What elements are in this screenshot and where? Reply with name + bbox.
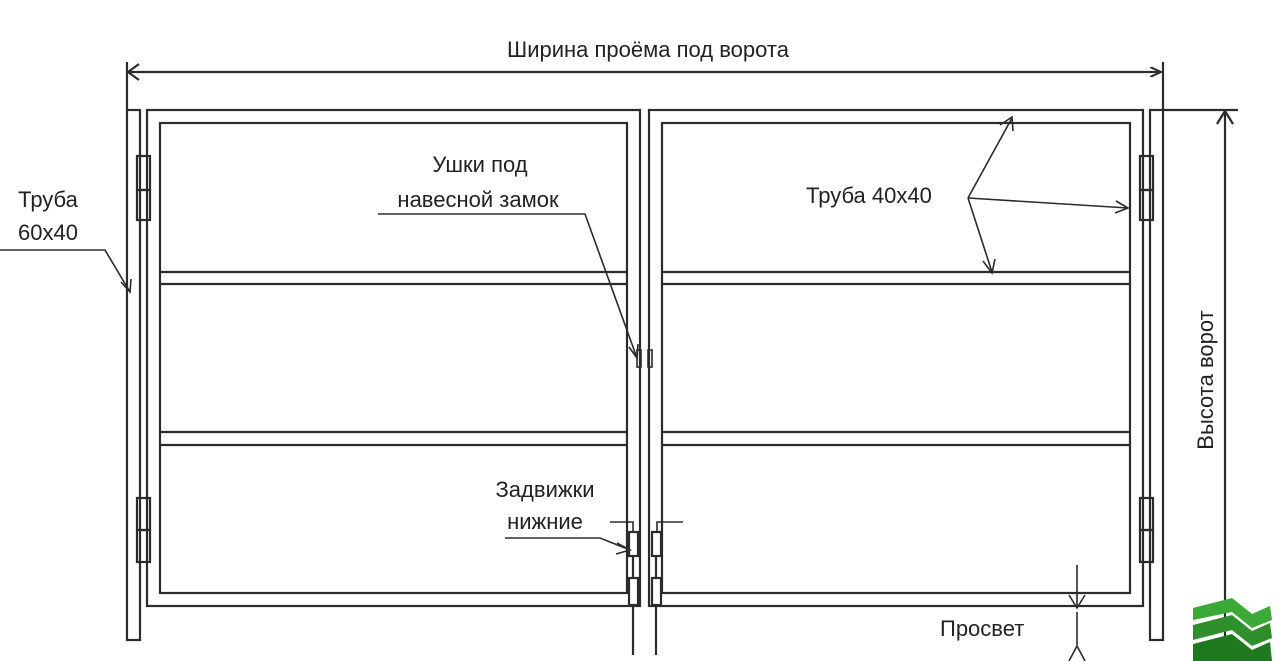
- bottom-bolts: [610, 521, 683, 655]
- lugs-label-2: навесной замок: [397, 187, 559, 212]
- height-label: Высота ворот: [1193, 310, 1218, 449]
- logo-icon: [1193, 598, 1272, 661]
- lugs-label-1: Ушки под: [432, 152, 527, 177]
- height-dimension: [1162, 108, 1238, 640]
- post-pipe-label-2: 60x40: [18, 220, 78, 245]
- leader-lines: [0, 115, 1130, 661]
- right-gate-leaf: [647, 108, 1145, 608]
- width-label: Ширина проёма под ворота: [507, 37, 790, 62]
- frame-pipe-label: Труба 40x40: [806, 183, 932, 208]
- hinges: [135, 154, 1155, 564]
- left-gate-leaf: [145, 108, 642, 608]
- bolts-label-2: нижние: [507, 509, 583, 534]
- bolts-label-1: Задвижки: [496, 477, 595, 502]
- clearance-label: Просвет: [940, 616, 1024, 641]
- post-pipe-label-1: Труба: [18, 187, 79, 212]
- right-post: [1148, 108, 1165, 642]
- left-post: [125, 108, 142, 642]
- width-dimension: [125, 62, 1165, 110]
